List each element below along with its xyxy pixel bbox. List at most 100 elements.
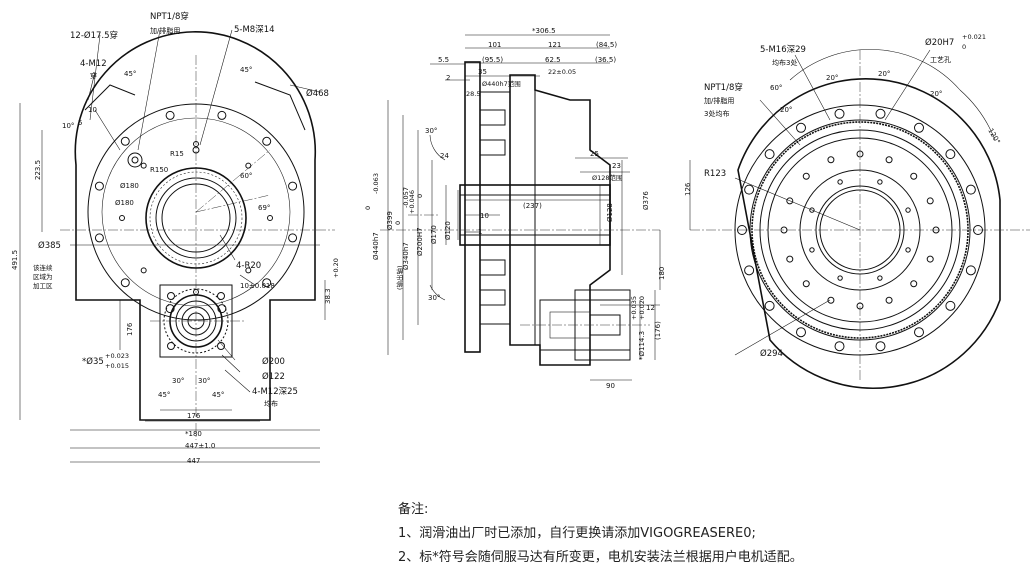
inner-hole xyxy=(245,267,252,274)
flange-hole xyxy=(965,265,976,276)
flange-hole xyxy=(914,327,924,338)
dim-label-w35: 35 xyxy=(478,68,487,76)
bolt-hole xyxy=(120,136,130,146)
dim-label-m16: 5-M16深29 xyxy=(760,45,806,55)
dim-label-angle_45b: 45° xyxy=(240,66,252,74)
inner-hole xyxy=(877,275,883,281)
dim-label-w365: (36.5) xyxy=(595,56,616,64)
dim-label-r20: 4-R20 xyxy=(236,261,261,271)
dim-label-a45c: 45° xyxy=(158,391,170,399)
dim-label-d200_tol2: 0 xyxy=(416,194,424,198)
inner-hole xyxy=(905,207,911,213)
output-hole xyxy=(932,226,940,234)
bolt-hole xyxy=(94,233,104,243)
dim-label-h126: 126 xyxy=(684,182,692,196)
dim-label-h2235: 223.5 xyxy=(34,160,42,180)
bolt-hole xyxy=(262,278,272,288)
dim-label-angle_45a: 45° xyxy=(124,70,136,78)
dim-label-angle_69: 69° xyxy=(258,204,270,212)
dim-label-d170: Ø170 xyxy=(430,225,438,244)
dim-label-m12_through: 4-M12 xyxy=(80,59,107,69)
output-hole xyxy=(802,172,810,180)
dim-label-d440: Ø440h7 xyxy=(372,232,380,260)
dim-label-h180: 180 xyxy=(658,267,666,280)
flange-hole xyxy=(764,300,775,311)
inner-hole xyxy=(837,275,843,281)
dim-label-d440_tol2: -0.063 xyxy=(372,173,380,194)
dim-label-m12_even: 均布 xyxy=(264,399,278,408)
dim-label-a30b: 30° xyxy=(198,377,210,385)
dim-label-d440_range: Ø440h7范围 xyxy=(482,79,521,88)
inner-hole xyxy=(877,179,883,185)
output-hole xyxy=(910,280,918,288)
dim-label-craft_hole: 工艺孔 xyxy=(930,56,951,64)
bolt-hole xyxy=(165,110,175,120)
dim-label-d35_tol1: +0.023 xyxy=(105,352,129,360)
output-hole xyxy=(780,226,788,234)
dim-label-w55: 5.5 xyxy=(438,56,449,64)
dim-label-dim_10: 10 xyxy=(88,106,97,114)
dim-label-w955: (95.5) xyxy=(482,56,503,64)
dim-label-d20_tol2: 0 xyxy=(962,43,966,51)
dim-label-w1: 1 xyxy=(478,228,482,236)
output-hole xyxy=(827,156,835,164)
dim-label-d340_tol2: -0.057 xyxy=(402,187,410,208)
output-face-view: 5-M16深29均布3处Ø20H7+0.0210工艺孔NPT1/8穿加/排脂用3… xyxy=(684,33,1030,389)
dim-label-w237: (237) xyxy=(523,202,542,210)
dim-label-d200: Ø200H7 xyxy=(416,227,424,256)
flange-hole xyxy=(834,108,845,119)
dim-label-d376: Ø376 xyxy=(642,191,650,210)
dim-label-w625: 62.5 xyxy=(545,56,561,64)
output-hole xyxy=(802,280,810,288)
dim-label-d340_tol1: 0 xyxy=(394,221,402,225)
dim-label-w176: 176 xyxy=(187,412,201,420)
flange-hole xyxy=(834,341,845,352)
flange-hole xyxy=(875,108,886,119)
output-hole xyxy=(786,197,794,205)
dim-label-d128_range: Ø128范围 xyxy=(592,173,623,182)
dim-label-h383_tol: +0.20 xyxy=(332,258,340,278)
flange-hole xyxy=(973,225,983,235)
output-hole xyxy=(856,302,864,310)
dim-label-d180b: Ø180 xyxy=(115,199,134,207)
dim-label-npt_hole: NPT1/8穿 xyxy=(150,11,189,22)
dim-label-d385: Ø385 xyxy=(38,240,61,251)
dim-label-m12_depth: 4-M12深25 xyxy=(252,387,298,397)
bolt-hole xyxy=(288,181,298,191)
dim-label-d200_tol1: +0.046 xyxy=(408,190,416,214)
dim-label-w180: *180 xyxy=(185,430,202,438)
output-hole xyxy=(926,197,934,205)
dim-label-v176: 176 xyxy=(126,322,134,336)
output-hole xyxy=(885,296,893,304)
inner-hole xyxy=(119,215,125,221)
dim-label-npt_use: 加/排脂用 xyxy=(150,26,180,35)
dim-label-d1143: *Ø114.3 xyxy=(638,331,646,360)
dim-label-m16_sub: 均布3处 xyxy=(772,58,797,67)
dim-label-w23: 23 xyxy=(612,162,621,170)
dim-label-w22: 22±0.05 xyxy=(548,68,576,76)
dim-label-angle_60: 60° xyxy=(240,172,252,180)
dim-label-w3065: *306.5 xyxy=(532,27,556,35)
dim-label-w4471: 447±1.0 xyxy=(185,442,215,450)
dim-label-d35: *Ø35 xyxy=(82,356,104,367)
dim-label-d200: Ø200 xyxy=(262,356,285,367)
flange-hole xyxy=(796,122,806,133)
bolt-hole xyxy=(94,181,104,191)
dim-label-d35_tol2: +0.015 xyxy=(105,362,129,370)
dim-label-m12_through_sub: 穿 xyxy=(90,71,97,80)
dim-label-d294: Ø294 xyxy=(760,348,783,359)
dim-label-tol10: 10±0.018 xyxy=(240,282,275,290)
dim-label-a20d: 20° xyxy=(780,106,792,114)
notes-block: 备注: 1、润滑油出厂时已添加，自行更换请添加VIGOGREASERE0; 2、… xyxy=(398,498,1018,570)
bolt-hole xyxy=(288,233,298,243)
dim-label-m8: 5-M8深14 xyxy=(234,25,275,35)
flange-hole xyxy=(764,149,775,160)
flange-hole xyxy=(914,122,924,133)
dim-label-w12: 12 xyxy=(646,304,655,312)
notes-title: 备注: xyxy=(398,502,429,517)
output-hole xyxy=(786,255,794,263)
inner-hole xyxy=(809,247,815,253)
inner-hole xyxy=(140,162,147,169)
dim-label-d468: Ø468 xyxy=(306,88,329,99)
